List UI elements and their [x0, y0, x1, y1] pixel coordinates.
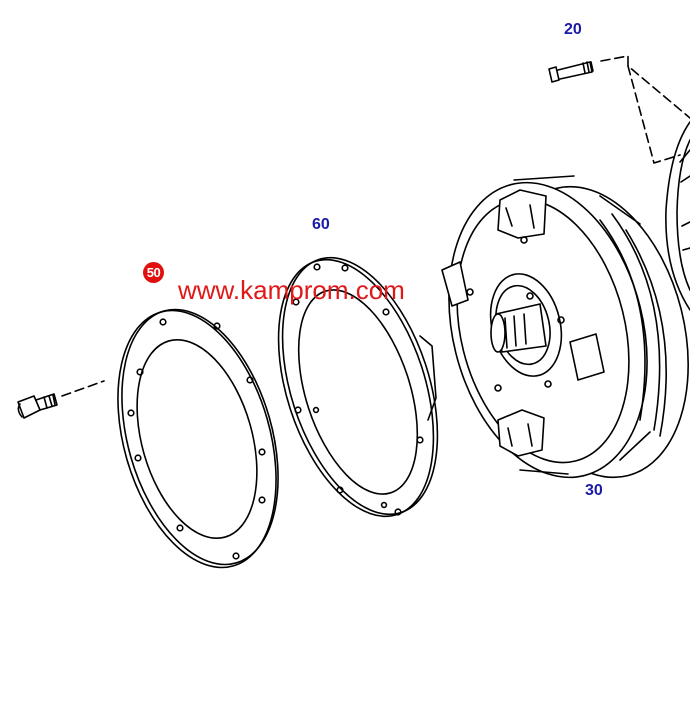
callout-50-highlighted[interactable]: 50 — [143, 262, 164, 283]
bolt-top — [548, 55, 690, 164]
callout-20[interactable]: 20 — [564, 21, 582, 38]
watermark: www.kamprom.com — [178, 275, 405, 305]
housing-edge — [665, 121, 690, 311]
gasket-ring — [117, 308, 279, 569]
callout-30[interactable]: 30 — [585, 482, 603, 499]
flex-plate — [277, 256, 439, 518]
torque-converter — [441, 175, 689, 479]
bolt-left — [17, 380, 105, 419]
callout-60[interactable]: 60 — [312, 216, 330, 233]
